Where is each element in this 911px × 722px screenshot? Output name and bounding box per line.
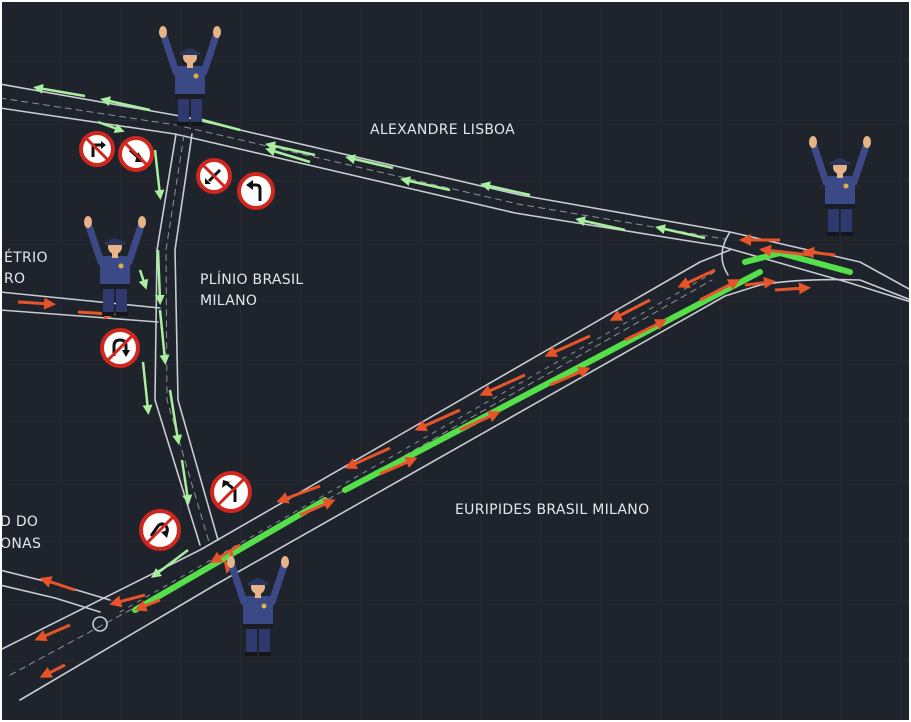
street-label-left-bottom-2: ONAS	[0, 536, 41, 552]
street-label-left-bottom-1: D DO	[0, 514, 38, 530]
no-left-turn-icon	[196, 158, 232, 194]
left-turn-icon	[237, 172, 275, 210]
street-label-alexandre-lisboa: ALEXANDRE LISBOA	[370, 122, 515, 138]
street-label-plinio-line1: PLÍNIO BRASIL	[200, 271, 304, 288]
green-flow-arrows	[33, 83, 706, 579]
street-label-left-top-2: RO	[4, 271, 25, 287]
no-left-turn-icon	[118, 136, 154, 172]
no-u-turn-icon	[100, 328, 140, 368]
street-label-euripides: EURIPIDES BRASIL MILANO	[455, 502, 649, 518]
street-labels: ALEXANDRE LISBOA PLÍNIO BRASIL MILANO EU…	[0, 122, 649, 552]
no-left-turn-icon	[210, 471, 252, 513]
no-u-turn-icon	[139, 509, 181, 551]
no-right-turn-icon	[79, 131, 115, 167]
street-label-plinio-line2: MILANO	[200, 293, 257, 309]
traffic-signs	[79, 131, 275, 551]
street-label-left-top-1: ÉTRIO	[4, 249, 48, 266]
